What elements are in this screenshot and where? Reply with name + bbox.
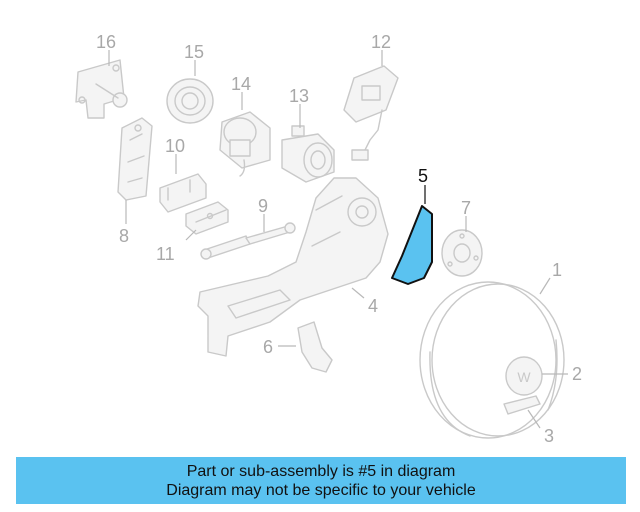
part-15-cap: [166, 78, 214, 124]
part-14-actuator: [219, 111, 271, 177]
callout-9: 9: [258, 196, 268, 216]
part-8-bracket: [117, 117, 153, 201]
callout-11: 11: [156, 244, 175, 264]
callout-14: 14: [231, 74, 251, 94]
part-12-switch: [343, 65, 399, 161]
callout-labels: 1 2 3 4 5 6 7 8 9 10 11 12 13 14 15 16: [96, 32, 582, 446]
part-9-strut: [200, 222, 296, 260]
info-banner: Part or sub-assembly is #5 in diagram Di…: [16, 457, 626, 504]
callout-12: 12: [371, 32, 391, 52]
callout-10: 10: [165, 136, 185, 156]
callout-1: 1: [552, 260, 562, 280]
part-3-handle: [503, 395, 541, 415]
callout-3: 3: [544, 426, 554, 446]
banner-line-1: Part or sub-assembly is #5 in diagram: [186, 462, 456, 480]
part-13-motor: [281, 125, 335, 183]
callout-15: 15: [184, 42, 204, 62]
callout-6: 6: [263, 337, 273, 357]
callout-2: 2: [572, 364, 582, 384]
part-7-flange: [441, 229, 483, 277]
svg-text:W: W: [517, 369, 531, 385]
parts-diagram: W 1 2 3 4 5 6 7 8 9 10 11 12 13: [75, 32, 582, 446]
callout-5: 5: [418, 166, 428, 186]
callout-8: 8: [119, 226, 129, 246]
part-5-highlighted: [391, 205, 433, 285]
part-1-tire-cover: [419, 281, 565, 439]
part-6-flap: [297, 321, 333, 373]
callout-4: 4: [368, 296, 378, 316]
part-2-emblem: W: [505, 356, 543, 396]
banner-line-2: Diagram may not be specific to your vehi…: [166, 481, 476, 499]
callout-13: 13: [289, 86, 309, 106]
part-16-hinge: [75, 59, 128, 119]
part-4-carrier-arm: [197, 177, 389, 357]
part-11-block: [185, 201, 229, 235]
part-10-bracket: [159, 173, 207, 213]
callout-7: 7: [461, 198, 471, 218]
callout-16: 16: [96, 32, 116, 52]
leader-lines: [108, 50, 568, 429]
